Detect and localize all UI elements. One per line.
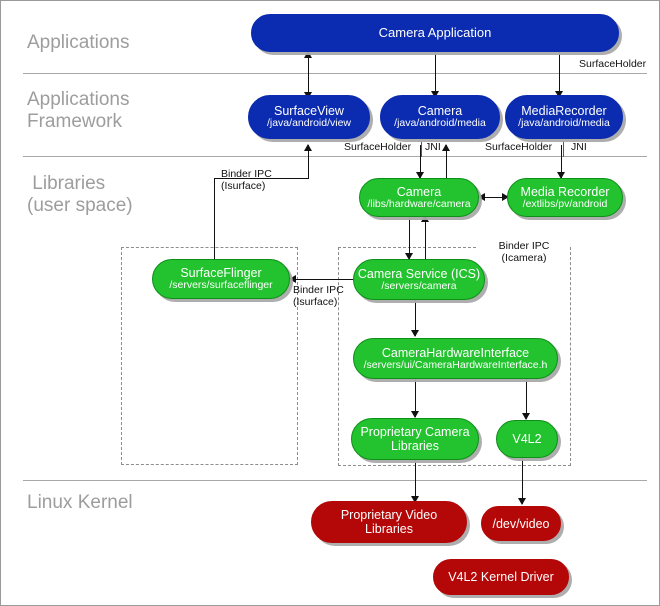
node-camera-service-title: Camera Service (ICS) [357,266,481,281]
divider-applications [23,73,647,74]
edge-app-surfaceview-arrowhead-up [304,51,312,58]
node-surfaceflinger-title: SurfaceFlinger [180,266,262,281]
edge-surfaceview-binder-arrowhead [304,144,312,151]
edge-hwinterface-to-v4l2-arrowhead [522,413,530,420]
node-camera-hardware-interface-title: CameraHardwareInterface [381,345,530,360]
node-mediarecorder-subtitle: /java/android/media [518,117,610,130]
edge-hwinterface-to-proprietary-camera [415,379,416,417]
edge-jni-camera [446,145,447,178]
edge-label-binder-isurface-service: Binder IPC (Isurface) [293,284,344,308]
edge-surfaceview-binder-horizontal [214,178,309,179]
edge-jni-camera-arrowhead [442,144,450,151]
node-dev-video-title: /dev/video [492,516,550,531]
edge-surfaceview-binder-vertical [308,145,309,178]
node-surfaceview-subtitle: /java/android/view [266,117,352,130]
edge-hwinterface-to-proprietary-camera-arrowhead [411,411,419,418]
edge-proprietary-camera-to-video-arrowhead [411,496,419,503]
node-proprietary-camera-libraries-title: Proprietary Camera [360,425,470,439]
edge-jni-camera-divider-tick [421,141,422,157]
node-v4l2-title: V4L2 [512,432,542,446]
node-media-recorder-lib[interactable]: Media Recorder /extlibs/pv/android [507,178,623,217]
edge-label-jni-camera: JNI [425,141,441,153]
edge-binder-isurface-down [214,178,215,283]
edge-mediarecorder-to-lib-arrowhead [557,172,565,179]
node-camera-service[interactable]: Camera Service (ICS) /servers/camera [353,259,485,300]
edge-label-surfaceholder-camera: SurfaceHolder [344,141,412,153]
layer-label-applications-framework: Applications Framework [27,89,130,132]
node-proprietary-video-libraries-subtitle: Libraries [365,522,413,536]
edge-app-mediarecorder [559,51,560,97]
divider-framework [23,156,647,157]
edge-hwinterface-to-v4l2 [526,379,527,419]
node-proprietary-camera-libraries-subtitle: Libraries [391,439,439,453]
node-mediarecorder[interactable]: MediaRecorder /java/android/media [505,95,623,139]
node-proprietary-video-libraries[interactable]: Proprietary Video Libraries [311,501,467,543]
edge-service-to-camera-lib [425,216,426,259]
edge-camera-mediarecorder-arrowhead-left [478,193,485,201]
node-proprietary-camera-libraries[interactable]: Proprietary Camera Libraries [351,418,479,460]
node-camera-lib-subtitle: /libs/hardware/camera [367,197,471,210]
edge-service-to-hwinterface [415,300,416,336]
group-camera-service-process [338,247,571,466]
node-proprietary-video-libraries-title: Proprietary Video [340,508,438,522]
node-camera-application[interactable]: Camera Application [251,14,619,52]
edge-label-binder-isurface-top: Binder IPC (Isurface) [221,168,272,192]
edge-mediarecorder-to-lib [561,145,562,178]
edge-camera-mediarecorder [480,197,508,198]
edge-label-jni-recorder: JNI [571,141,587,153]
edge-service-to-camera-lib-arrowhead [421,215,429,222]
edge-v4l2-to-devvideo [522,458,523,504]
node-media-recorder-lib-subtitle: /extlibs/pv/android [522,197,608,210]
edge-camera-lib-to-service [409,216,410,259]
group-surfaceflinger-process [121,247,298,465]
node-camera-java-title: Camera [417,104,463,119]
edge-jni-recorder-divider-tick [563,141,564,157]
edge-service-to-surfaceflinger [291,279,359,280]
edge-label-surfaceholder-recorder: SurfaceHolder [485,141,553,153]
edge-camera-mediarecorder-arrowhead-right [502,193,509,201]
node-camera-application-title: Camera Application [378,24,492,40]
node-dev-video[interactable]: /dev/video [481,506,561,541]
node-camera-hardware-interface-subtitle: /servers/ui/CameraHardwareInterface.h [363,358,548,371]
node-v4l2-kernel-driver[interactable]: V4L2 Kernel Driver [433,559,569,595]
node-camera-lib[interactable]: Camera /libs/hardware/camera [359,178,479,217]
node-media-recorder-lib-title: Media Recorder [520,184,610,199]
edge-app-surfaceview [308,51,309,99]
edge-service-to-surfaceflinger-arrowhead [289,275,296,283]
edge-camera-java-to-lib-arrowhead [416,172,424,179]
node-v4l2-kernel-driver-title: V4L2 Kernel Driver [448,570,554,584]
divider-libraries [23,480,647,481]
node-surfaceflinger-subtitle: /servers/surfaceflinger [169,279,273,292]
edge-camera-java-to-lib [420,145,421,178]
node-camera-lib-title: Camera [396,184,442,199]
edge-v4l2-to-devvideo-arrowhead [518,498,526,505]
node-surfaceview-title: SurfaceView [274,104,344,119]
node-surfaceflinger[interactable]: SurfaceFlinger /servers/surfaceflinger [152,259,290,299]
edge-label-binder-icamera: Binder IPC (Icamera) [478,240,570,264]
node-v4l2[interactable]: V4L2 [496,420,558,458]
node-camera-java[interactable]: Camera /java/android/media [380,95,500,139]
edge-camera-lib-to-service-arrowhead [405,253,413,260]
layer-label-libraries: Libraries (user space) [27,173,133,216]
edge-label-surfaceholder-top: SurfaceHolder [579,58,647,70]
layer-label-applications: Applications [27,32,130,53]
edge-proprietary-camera-to-video [415,460,416,502]
node-camera-java-subtitle: /java/android/media [394,117,486,130]
layer-label-linux-kernel: Linux Kernel [27,492,133,513]
node-camera-service-subtitle: /servers/camera [381,279,457,292]
edge-app-camera [435,51,436,97]
node-mediarecorder-title: MediaRecorder [521,104,607,119]
node-surfaceview[interactable]: SurfaceView /java/android/view [248,95,370,139]
node-camera-hardware-interface[interactable]: CameraHardwareInterface /servers/ui/Came… [353,338,558,379]
edge-service-to-hwinterface-arrowhead [411,330,419,337]
